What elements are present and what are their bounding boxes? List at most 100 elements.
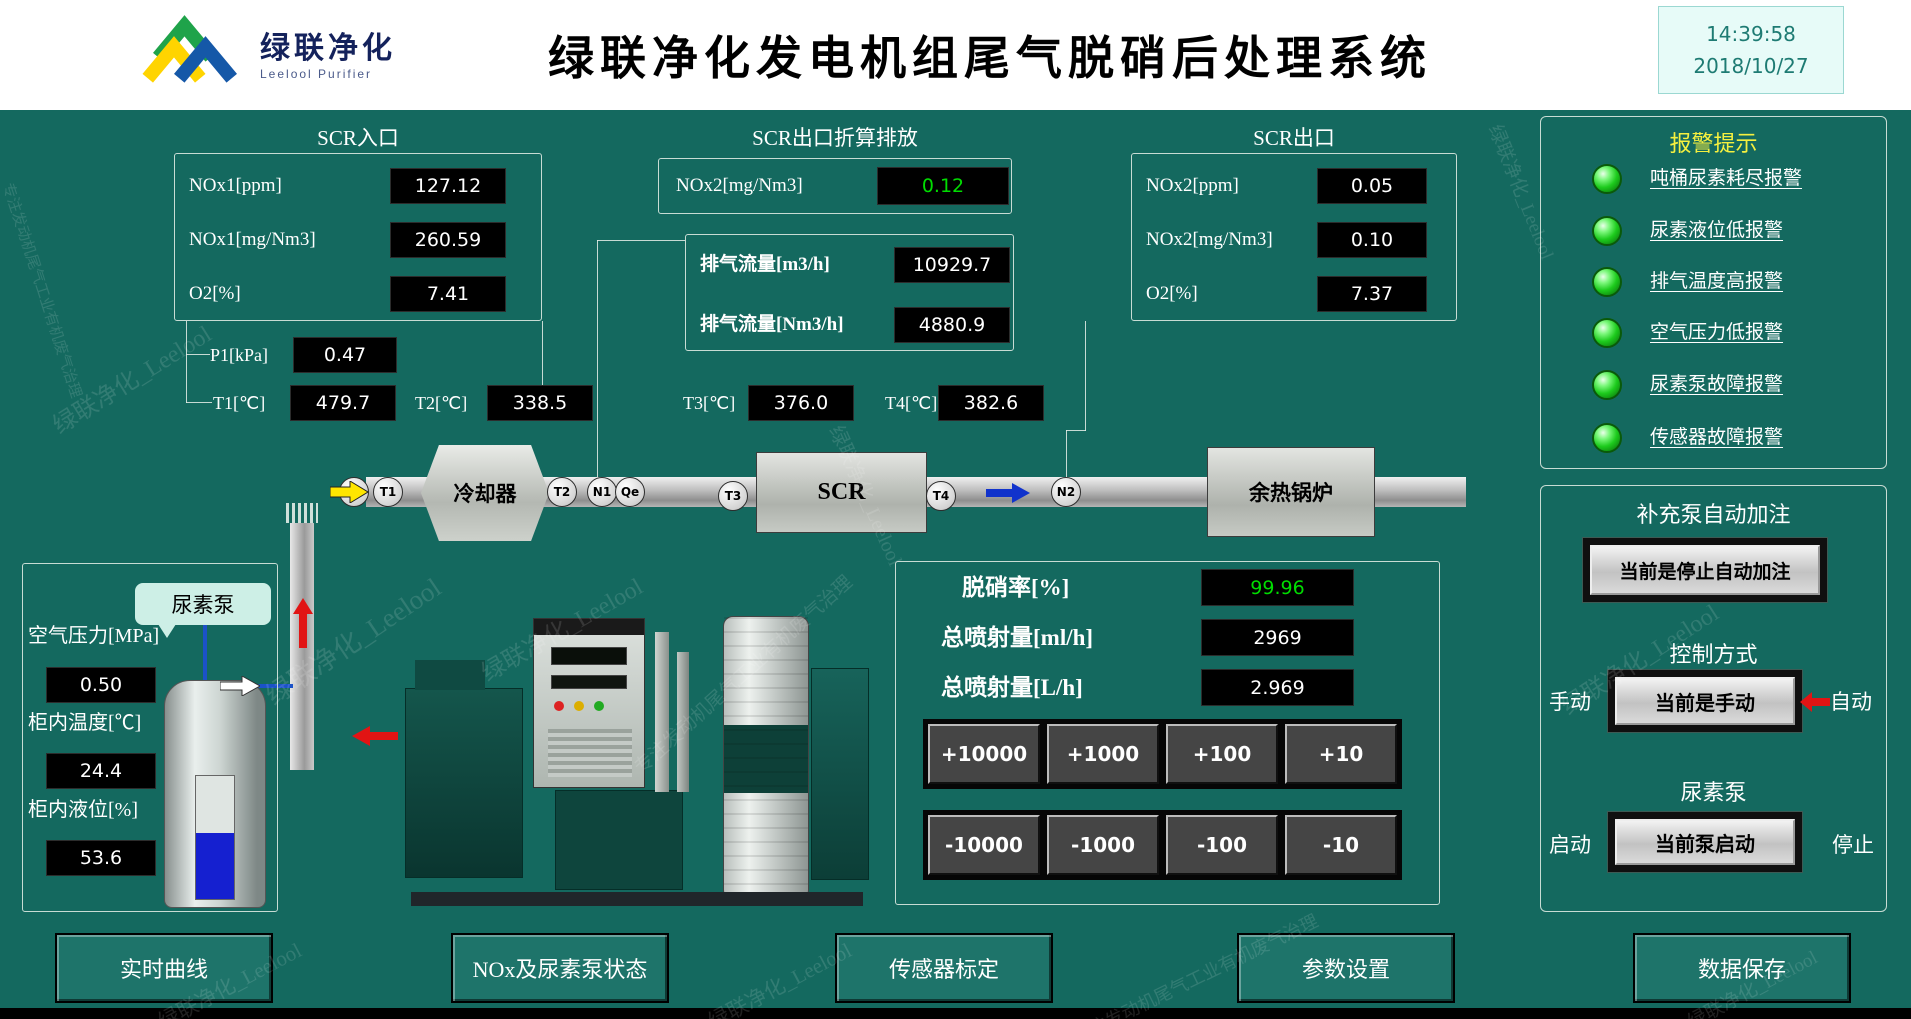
p1-label: P1[kPa] [210,345,268,365]
sensor-tag-qe: Qe [615,477,645,507]
nav-data-save-button[interactable]: 数据保存 [1633,933,1851,1003]
connector-line [542,321,543,385]
flow-arrow-outlet-icon [986,483,1030,503]
adjust-plus-10000-button[interactable]: +10000 [928,724,1040,784]
tank-panel [22,563,278,912]
alarm-item-5[interactable]: 传感器故障报警 [1650,427,1784,448]
exhaust-flow-panel [685,234,1014,351]
engine-stack [655,632,669,792]
scr-inlet-value-0: 127.12 [390,168,506,204]
control-panel [1540,485,1887,912]
scr-outlet-conv-nox-panel [658,158,1012,214]
scr-outlet-title: SCR出口 [1253,126,1335,150]
scr-inlet-value-1: 260.59 [390,222,506,258]
cooler-component: 冷却器 [421,445,549,541]
alarm-item-3[interactable]: 空气压力低报警 [1650,322,1784,343]
cabinet-indicator-green [594,701,604,711]
scr-outlet-conv-title: SCR出口折算排放 [752,126,918,150]
cabinet-indicator-yellow [574,701,584,711]
adjust-minus-10-button[interactable]: -10 [1285,815,1397,875]
cabinet-indicator-red [554,701,564,711]
urea-supply-arrow-icon [220,676,260,696]
injection-mlh-label: 总喷射量[ml/h] [941,625,1094,650]
tank-value-2: 53.6 [46,840,156,876]
scr-component: SCR [756,452,927,533]
scr-outlet-panel [1131,153,1457,321]
tank-label-2: 柜内液位[%] [28,799,138,821]
alarm-led [1592,318,1622,348]
scr-outlet-value-1: 0.10 [1317,222,1427,258]
tank-liquid-level [196,832,234,899]
alarm-item-2[interactable]: 排气温度高报警 [1650,271,1784,292]
engine-right-block [811,668,869,880]
clock: 14:39:58 2018/10/27 [1658,6,1844,94]
t1-label: T1[℃] [213,393,266,413]
exhaust-flow-label-1: 排气流量[Nm3/h] [700,314,844,335]
scr-inlet-label-1: NOx1[mg/Nm3] [189,229,316,250]
control-mode-button-label: 当前是手动 [1615,677,1795,725]
nav-parameter-settings-button[interactable]: 参数设置 [1237,933,1455,1003]
connector-line [597,240,685,241]
engine-stack [677,652,689,792]
nav-nox-pump-status-button[interactable]: NOx及尿素泵状态 [451,933,669,1003]
boiler-component: 余热锅炉 [1207,447,1375,537]
engine-base [411,892,863,906]
urea-pump-bubble: 尿素泵 [135,583,271,625]
urea-pump-button-label: 当前泵启动 [1615,819,1795,865]
mode-auto-label: 自动 [1830,690,1872,714]
cooler-label: 冷却器 [453,482,517,506]
auto-fill-button[interactable]: 当前是停止自动加注 [1583,538,1827,602]
adjust-plus-1000-button[interactable]: +1000 [1047,724,1159,784]
nav-realtime-curve-button[interactable]: 实时曲线 [55,933,273,1003]
t1-value: 479.7 [290,385,396,421]
mode-manual-label: 手动 [1549,690,1591,714]
denox-rate-label: 脱硝率[%] [962,575,1070,600]
sensor-tag-n2: N2 [1051,477,1081,507]
cabinet-vents [548,729,632,777]
urea-pump-bubble-tail [158,624,176,638]
injection-lh-value: 2.969 [1201,669,1354,706]
nav-sensor-calibration-button[interactable]: 传感器标定 [835,933,1053,1003]
sensor-tag-t1: T1 [373,477,403,507]
exhaust-flow-value-0: 10929.7 [894,247,1010,283]
time-display: 14:39:58 [1706,22,1796,46]
flow-arrow-inlet-icon [330,481,368,503]
adjust-minus-10000-button[interactable]: -10000 [928,815,1040,875]
adjust-minus-1000-button[interactable]: -1000 [1047,815,1159,875]
scr-inlet-title: SCR入口 [317,126,399,150]
alarm-item-1[interactable]: 尿素液位低报警 [1650,220,1784,241]
engine-mid-block [555,790,683,890]
adjust-plus-10-button[interactable]: +10 [1285,724,1397,784]
sensor-tag-t4: T4 [926,481,956,511]
alarm-panel [1540,116,1887,469]
alarm-item-0[interactable]: 吨桶尿素耗尽报警 [1650,168,1803,189]
header: 绿联净化 Leelool Purifier 绿联净化发电机组尾气脱硝后处理系统 … [0,0,1911,110]
adjust-plus-100-button[interactable]: +100 [1166,724,1278,784]
urea-left-arrow-icon [352,726,398,746]
scr-inlet-label-2: O2[%] [189,283,241,304]
adjust-minus-100-button[interactable]: -100 [1166,815,1278,875]
t4-value: 382.6 [938,385,1044,421]
sensor-tag-t3: T3 [718,481,748,511]
cabinet-display [551,647,627,665]
connector-line [1066,430,1086,431]
logo-title: 绿联净化 [260,32,396,65]
injection-mlh-value: 2969 [1201,619,1354,656]
engine-graphic [405,608,870,908]
logo: 绿联净化 Leelool Purifier [140,10,396,94]
tank-level-gauge [195,775,235,900]
engine-head [415,660,485,690]
scr-inlet-value-2: 7.41 [390,276,506,312]
page-title: 绿联净化发电机组尾气脱硝后处理系统 [548,33,1432,84]
engine-block [405,688,523,878]
urea-pump-button[interactable]: 当前泵启动 [1608,812,1802,872]
logo-text: 绿联净化 Leelool Purifier [260,23,396,81]
tank-value-1: 24.4 [46,753,156,789]
t3-value: 376.0 [748,385,854,421]
boiler-label: 余热锅炉 [1249,481,1333,505]
control-mode-button[interactable]: 当前是手动 [1608,670,1802,732]
alarm-item-4[interactable]: 尿素泵故障报警 [1650,374,1784,395]
alarm-led [1592,164,1622,194]
alarm-led [1592,216,1622,246]
